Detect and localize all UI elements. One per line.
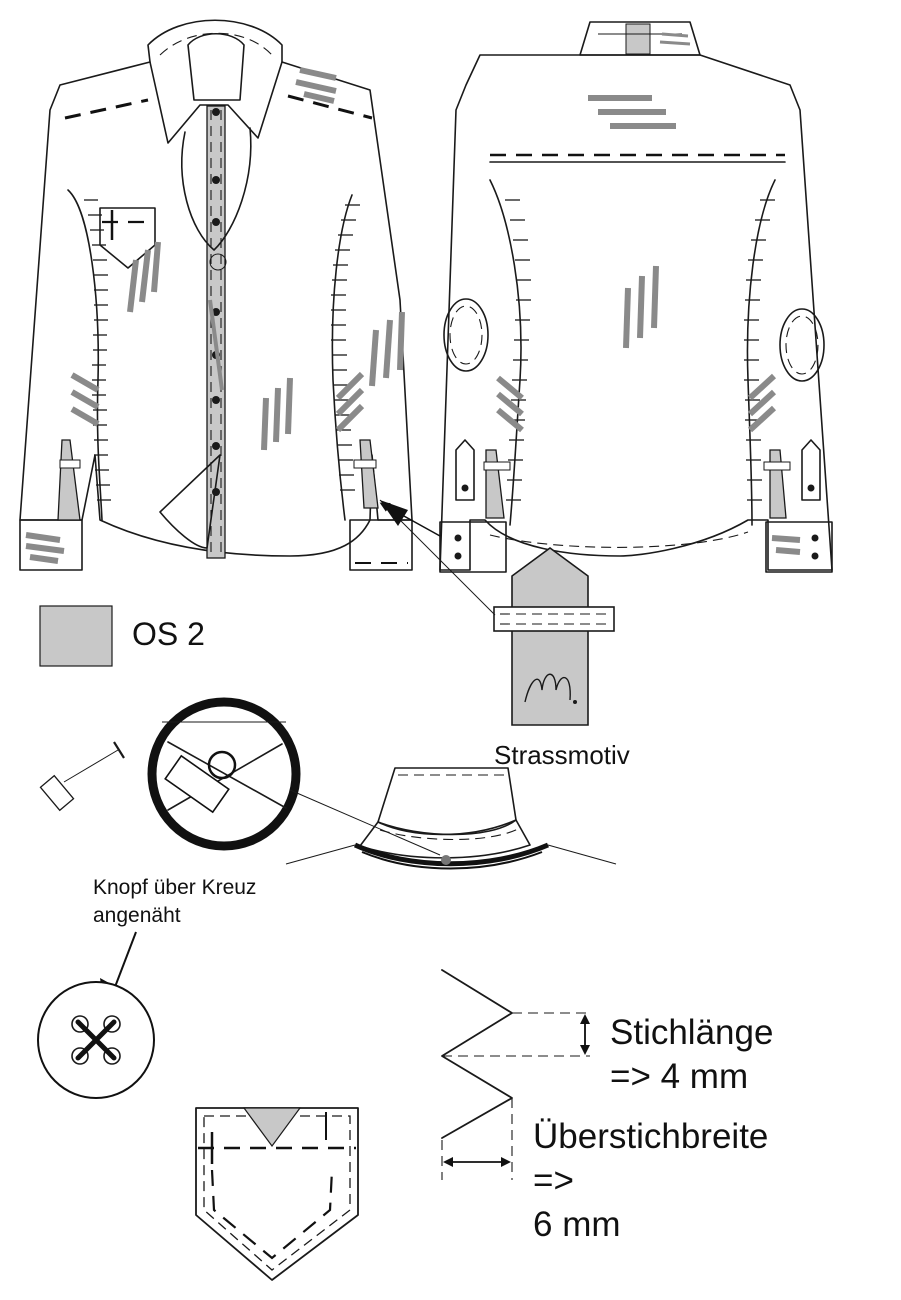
stitch-length-label: Stichlänge [610,1013,773,1052]
right-elbow-patch [779,308,825,382]
pocket-detail [195,1107,359,1281]
front-left-cuff [19,519,83,571]
cross-stitched-button [37,931,155,1099]
button-note-line2: angenäht [93,904,181,927]
shirt-front-view [19,19,413,571]
front-chest-pocket [99,207,156,269]
zigzag-stitch-diagram: Stichlänge => 4 mm Überstichbreite => 6 … [441,969,773,1244]
rhinestone-m-motif [524,673,571,703]
back-collar-stand [579,21,701,56]
overstitch-width-arrow: => [533,1161,574,1200]
rhinestone-motif-label: Strassmotiv [494,740,630,770]
back-side-seam-ticks [505,199,775,501]
rhinestone-motif-detail: Strassmotiv [379,499,630,770]
shirt-back-view [439,21,833,573]
t-pin-icon [39,774,75,812]
button-note-line1: Knopf über Kreuz [93,876,256,899]
pendant-icon [209,253,227,271]
front-right-cuff [349,519,413,571]
overstitch-width-value: 6 mm [533,1205,621,1244]
back-print-bars [496,32,801,555]
stitch-length-value: => 4 mm [610,1057,748,1096]
collar-detail: Knopf über Kreuz angenäht [39,697,617,927]
legend: OS 2 [39,605,205,667]
collar [147,19,283,144]
legend-swatch [39,605,113,667]
necklace-cord [181,127,252,251]
front-print-bars [25,67,405,564]
overstitch-width-label: Überstichbreite [533,1117,768,1156]
front-side-seam-ticks [84,199,360,501]
left-elbow-patch [443,298,489,372]
legend-label: OS 2 [132,616,205,652]
